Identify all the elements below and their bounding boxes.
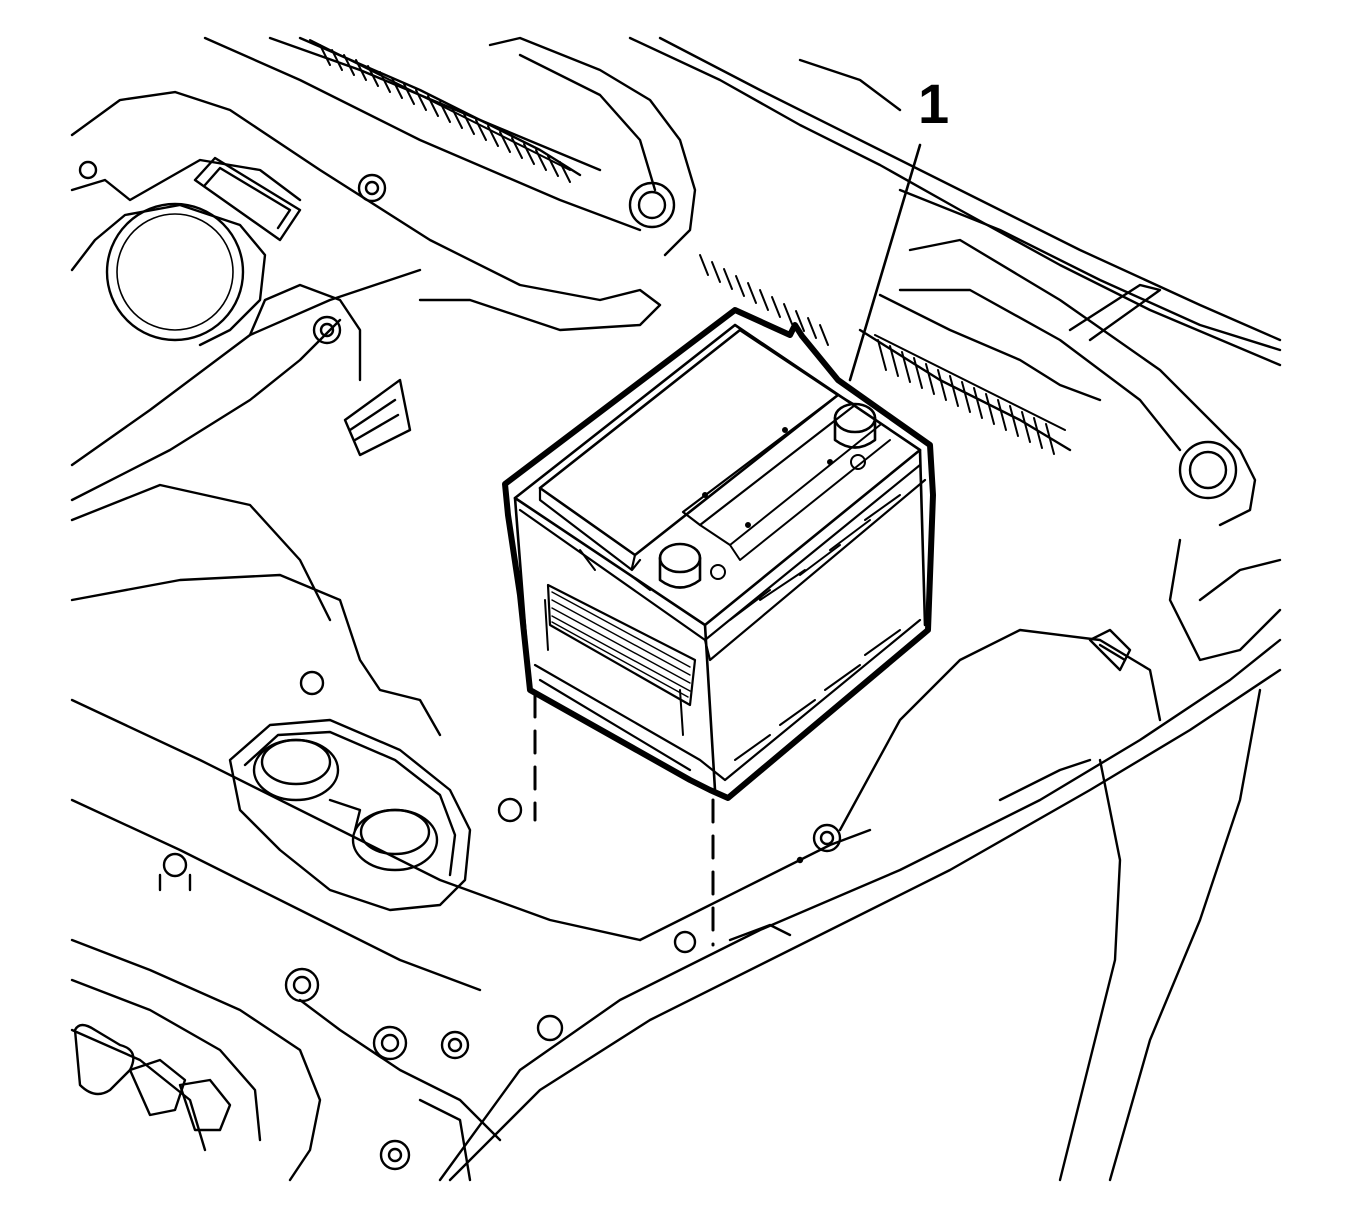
battery-tray <box>638 823 872 954</box>
cowl-panel <box>203 36 1282 452</box>
right-fender <box>438 628 1282 1182</box>
battery <box>502 307 936 947</box>
right-wiper-arm <box>898 238 1282 662</box>
callout-label-1: 1 <box>918 72 950 135</box>
front-bumper <box>70 938 564 1182</box>
left-strut-tower <box>70 90 662 622</box>
right-cowl-grill <box>699 254 1066 455</box>
callout-leader-line <box>848 143 922 382</box>
reservoir-caps <box>228 718 472 912</box>
center-housing <box>70 573 642 992</box>
left-cowl-grill <box>309 39 571 183</box>
